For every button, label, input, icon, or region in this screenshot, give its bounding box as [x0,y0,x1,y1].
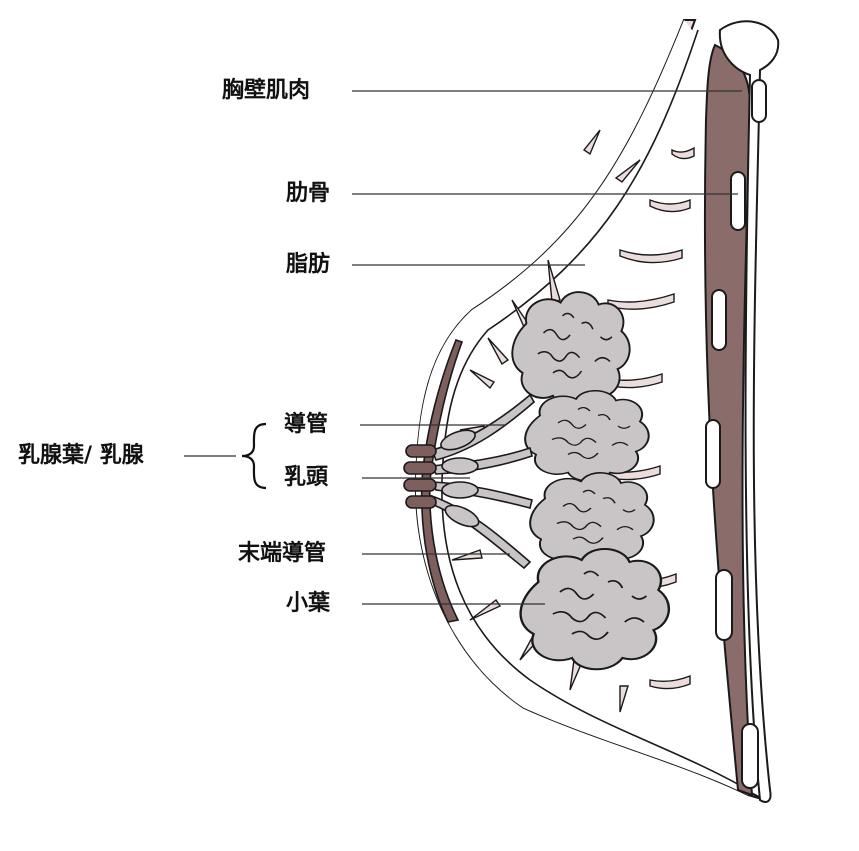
lobule-2 [525,391,649,481]
label-fat: 脂肪 [286,254,330,276]
curly-brace [242,424,266,488]
label-ribs: 肋骨 [286,183,330,205]
label-lobes-glands: 乳腺葉/ 乳腺 [18,445,144,467]
label-ducts: 導管 [284,414,328,436]
label-chest-wall-muscle: 胸壁肌肉 [222,80,310,102]
lobule-4 [521,549,669,669]
label-terminal-duct: 末端導管 [238,543,326,565]
lobule-1 [512,292,629,406]
label-lobules: 小葉 [286,593,330,615]
label-nipple: 乳頭 [284,467,328,489]
